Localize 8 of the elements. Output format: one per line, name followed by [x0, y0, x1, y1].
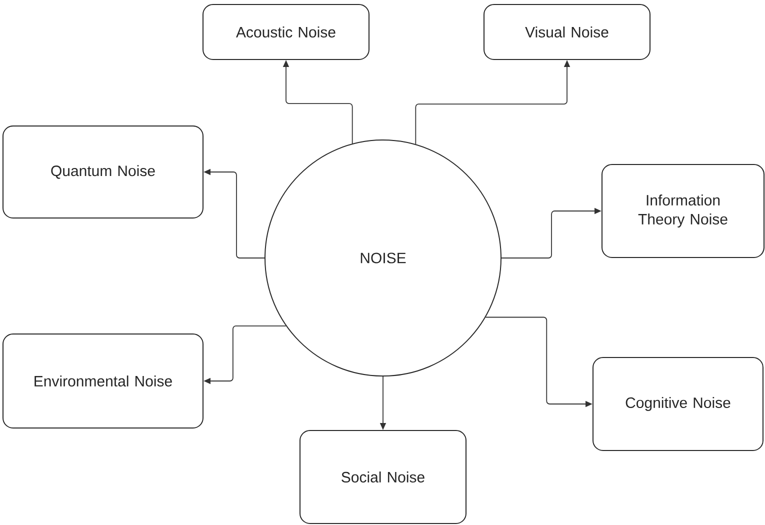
topic-box: Acoustic Noise [202, 4, 370, 60]
topic-box: Information Theory Noise [602, 164, 764, 258]
circle-node: NOISE [264, 140, 502, 376]
topic-box: Environmental Noise [2, 334, 204, 428]
topic-box: Cognitive Noise [592, 357, 764, 451]
topic-box: Social Noise [300, 430, 466, 524]
topic-box: Visual Noise [484, 4, 650, 60]
topic-box: Quantum Noise [2, 126, 204, 218]
